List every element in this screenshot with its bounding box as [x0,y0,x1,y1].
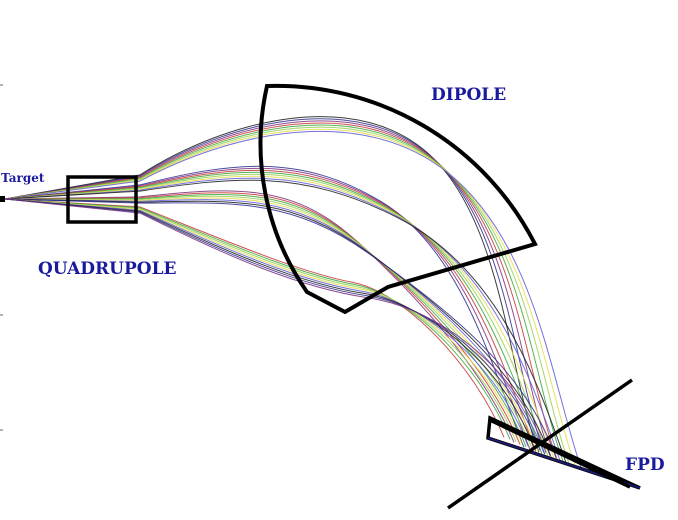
trajectory-ray [4,173,549,457]
target-marker [0,196,5,202]
edge-ticks [0,84,3,431]
trajectory-ray [4,198,551,456]
trajectory-ray [4,198,557,458]
trajectory-ray [4,198,505,438]
quadrupole-magnet [66,175,138,224]
trajectory-ray [4,198,523,445]
trajectory-ray [4,198,541,451]
dipole-label: DIPOLE [431,85,506,105]
trajectory-ray [4,198,545,454]
trajectory-ray [4,171,543,455]
target-label: Target [1,171,45,185]
trajectory-ray [4,198,535,449]
focal-plane-detector [447,378,641,510]
trajectory-ray [4,198,517,442]
quadrupole-label: QUADRUPOLE [38,259,177,279]
trajectory-ray [4,130,582,468]
trajectory-ray [4,177,561,461]
trajectory-ray [4,198,529,447]
trajectory-ray [4,175,555,459]
dipole-magnet [258,83,538,315]
fpd-label: FPD [625,455,665,475]
trajectory-bundle [4,116,582,468]
trajectory-ray [4,198,511,440]
trajectory-ray [4,197,539,452]
trajectory-ray [4,179,567,463]
focal-plane-line-b [489,418,631,489]
trajectory-ray [4,198,547,453]
